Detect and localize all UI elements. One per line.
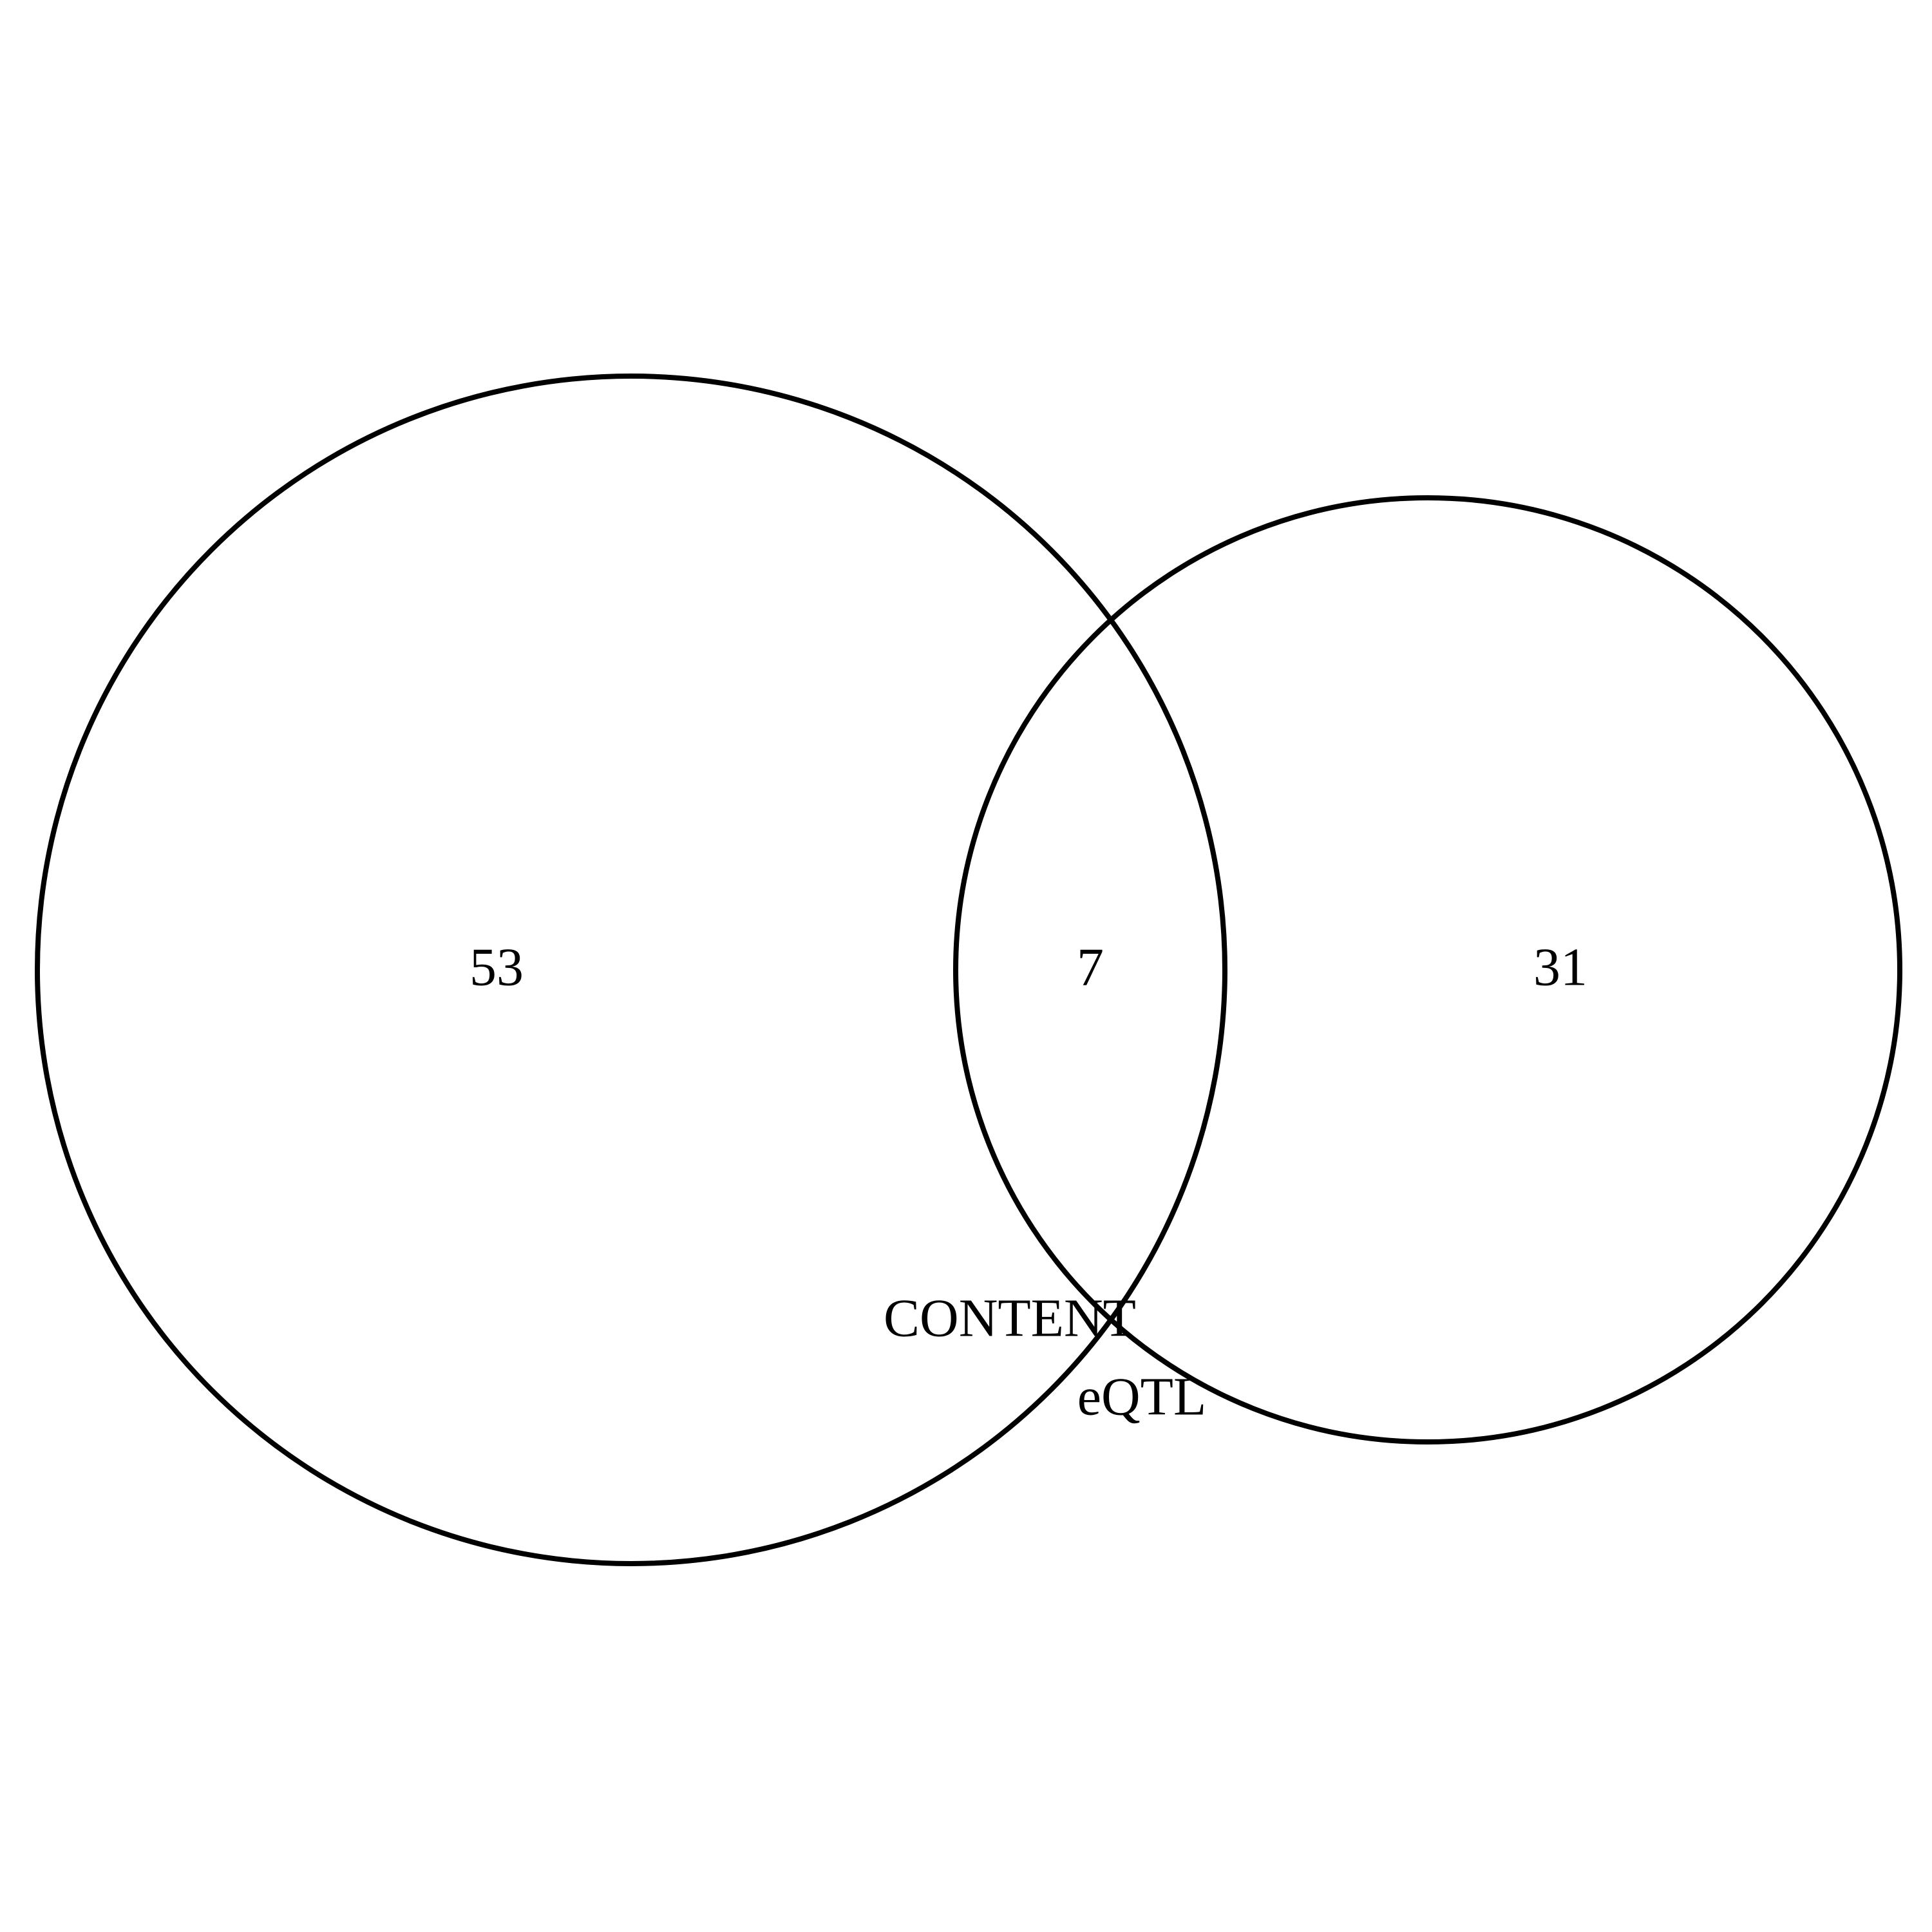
content-only-count: 53 [469, 937, 524, 997]
eqtl-set-circle [953, 495, 1902, 1444]
content-set-label: CONTENT [884, 1288, 1136, 1348]
intersection-count: 7 [1077, 937, 1104, 997]
eqtl-set-label: eQTL [1077, 1367, 1207, 1426]
content-set-circle [35, 374, 1227, 1566]
eqtl-only-count: 31 [1533, 937, 1587, 997]
